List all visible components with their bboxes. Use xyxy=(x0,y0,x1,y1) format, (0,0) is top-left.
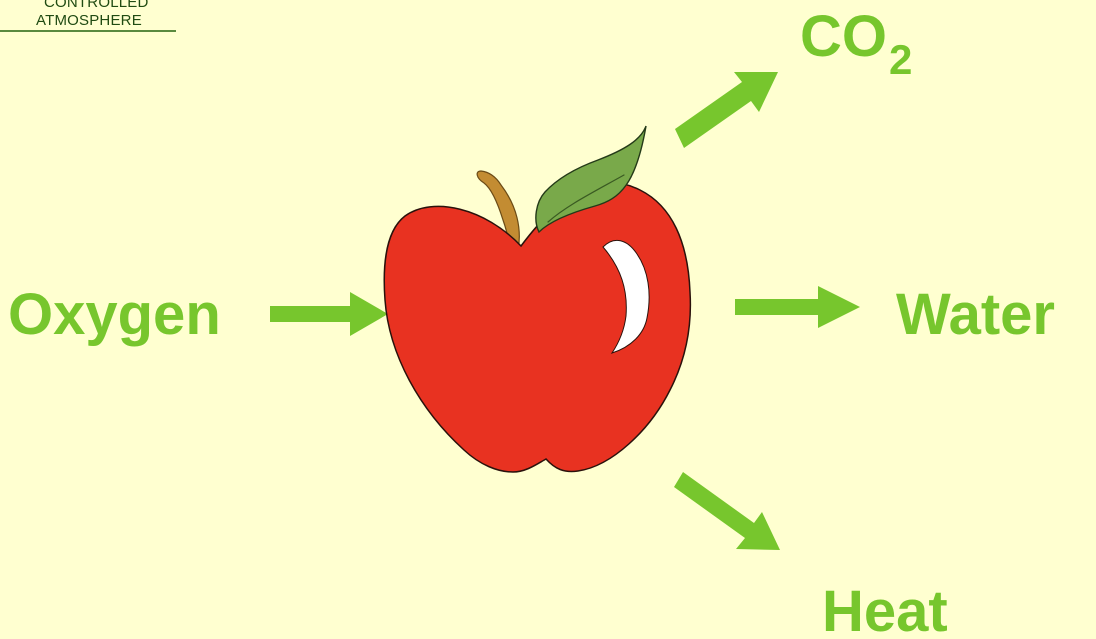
co2-main: CO xyxy=(800,4,887,69)
co2-label: CO2 xyxy=(800,8,912,66)
water-label: Water xyxy=(896,286,1055,344)
heat-label: Heat xyxy=(822,583,948,639)
arrow-heat-out xyxy=(674,472,780,550)
oxygen-label: Oxygen xyxy=(8,286,221,344)
co2-subscript: 2 xyxy=(889,36,912,83)
arrow-co2-out xyxy=(675,72,778,148)
arrow-oxygen-in xyxy=(270,292,388,336)
arrow-water-out xyxy=(735,286,860,328)
apple-icon xyxy=(384,126,690,472)
